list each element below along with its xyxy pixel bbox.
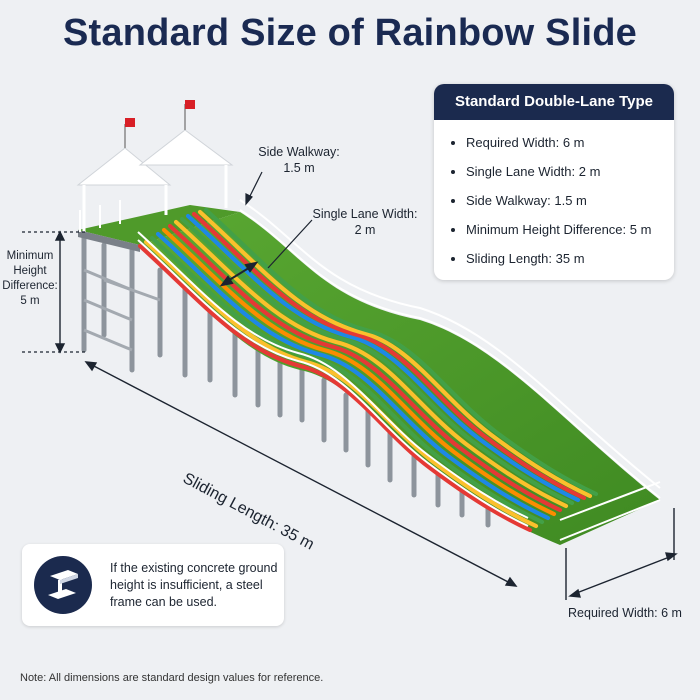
- footnote: Note: All dimensions are standard design…: [20, 672, 324, 684]
- steel-frame-text: If the existing concrete ground height i…: [110, 561, 278, 609]
- rainbow-lanes: [137, 207, 599, 533]
- spec-card: Standard Double-Lane Type Required Width…: [434, 84, 674, 280]
- spec-item-required-width: Required Width: 6 m: [466, 128, 674, 157]
- spec-item-single-lane: Single Lane Width: 2 m: [466, 157, 674, 186]
- single-lane-callout: Single Lane Width: 2 m: [302, 206, 428, 238]
- page-title: Standard Size of Rainbow Slide: [63, 12, 637, 54]
- required-width-label: Required Width: 6 m: [568, 606, 682, 620]
- single-lane-value: 2 m: [354, 223, 376, 237]
- side-walkway-label: Side Walkway:: [258, 145, 340, 159]
- railings: [79, 199, 661, 541]
- spec-card-heading: Standard Double-Lane Type: [434, 84, 674, 120]
- sliding-length-arrow: [84, 361, 518, 587]
- min-height-line-2: Height: [13, 265, 47, 277]
- min-height-line-1: Minimum: [6, 250, 54, 262]
- side-walkway-value: 1.5 m: [283, 161, 315, 175]
- height-dimension: [22, 231, 86, 353]
- steel-beam-icon: [34, 556, 92, 614]
- required-width-arrow: [565, 508, 678, 600]
- spec-item-sliding-length: Sliding Length: 35 m: [466, 244, 674, 273]
- min-height-line-4: 5 m: [20, 295, 40, 307]
- min-height-callout: Minimum Height Difference: 5 m: [2, 249, 58, 309]
- min-height-line-3: Difference:: [2, 280, 58, 292]
- lane-width-arrow: [219, 219, 313, 287]
- walkway-leader: [245, 171, 263, 206]
- top-platform: [78, 205, 240, 245]
- steel-frame-note: If the existing concrete ground height i…: [22, 544, 284, 626]
- single-lane-label: Single Lane Width:: [312, 207, 418, 221]
- spec-item-side-walkway: Side Walkway: 1.5 m: [466, 186, 674, 215]
- tent-canopy: [76, 104, 234, 232]
- spec-list: Required Width: 6 m Single Lane Width: 2…: [434, 120, 674, 273]
- spec-item-min-height: Minimum Height Difference: 5 m: [466, 215, 674, 244]
- flag-icon: [125, 100, 195, 127]
- side-walkway-callout: Side Walkway: 1.5 m: [244, 144, 354, 176]
